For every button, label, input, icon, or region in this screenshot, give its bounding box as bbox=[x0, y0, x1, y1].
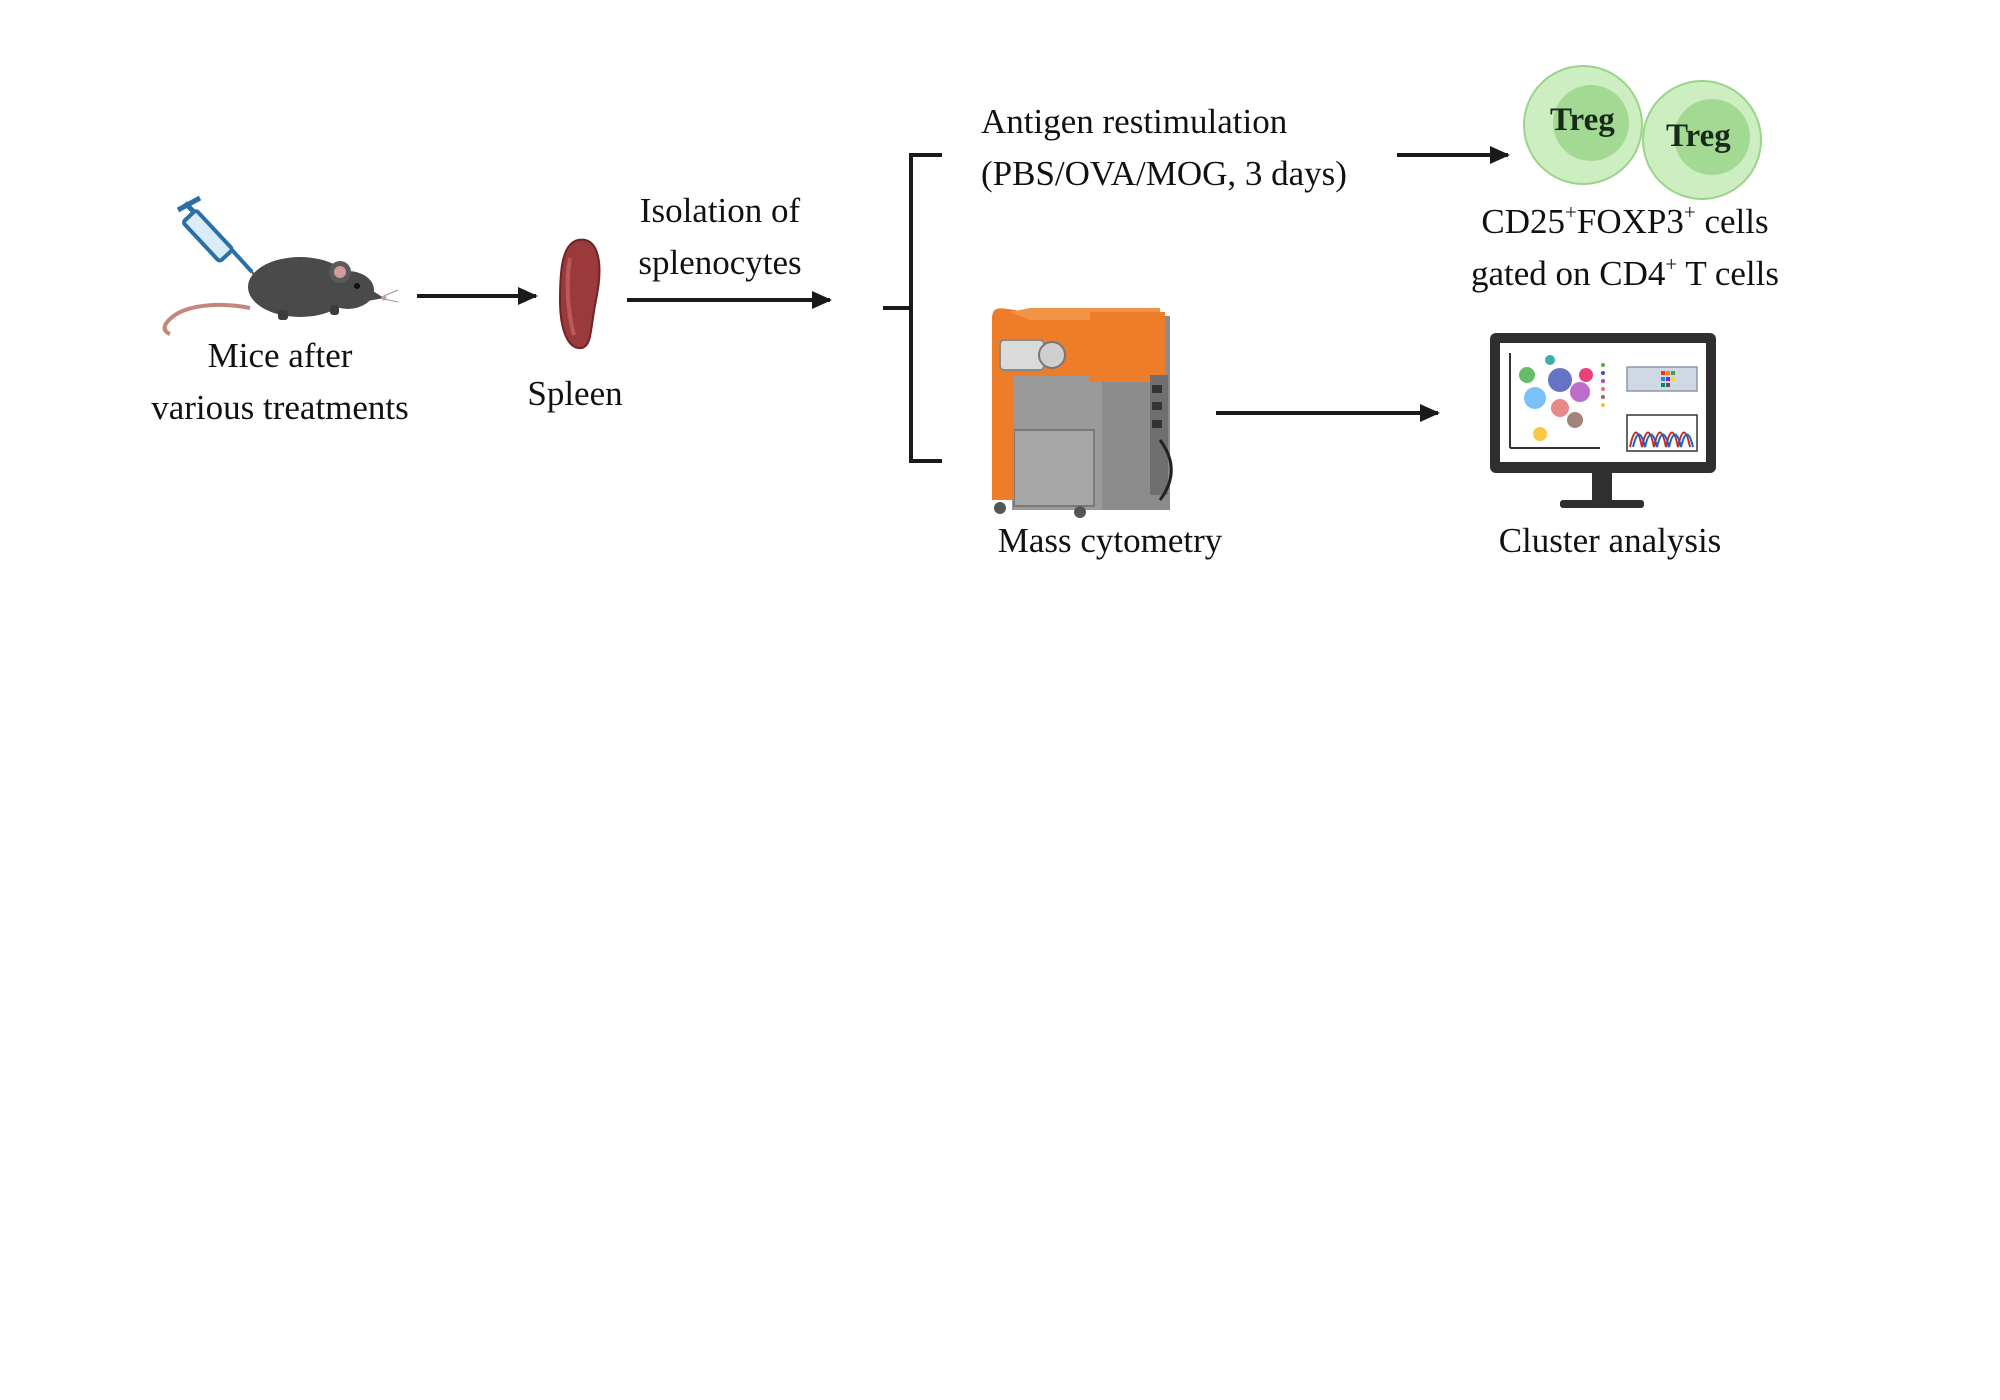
legend-dots bbox=[1601, 363, 1605, 407]
cluster-analysis-label: Cluster analysis bbox=[1498, 521, 1722, 560]
syringe-icon bbox=[176, 195, 265, 288]
spleen-label: Spleen bbox=[527, 374, 623, 413]
branch-bracket bbox=[883, 153, 942, 463]
restimulation-label: Antigen restimulation (PBS/OVA/MOG, 3 da… bbox=[981, 102, 1347, 193]
gating-line-1: CD25+FOXP3+ cells bbox=[1481, 200, 1769, 242]
histogram-thumbnail bbox=[1626, 414, 1698, 452]
gating-line-2: gated on CD4+ T cells bbox=[1470, 252, 1780, 294]
isolation-label: Isolation of splenocytes bbox=[638, 191, 802, 282]
treg-cell-icon bbox=[1523, 65, 1762, 200]
heatmap-thumbnail bbox=[1626, 366, 1698, 392]
spleen-icon bbox=[558, 238, 601, 350]
treg-cell-label-1: Treg bbox=[1550, 102, 1615, 138]
treg-cell-label-2: Treg bbox=[1666, 118, 1731, 154]
cluster-plot bbox=[1519, 355, 1593, 441]
mass-cytometer-icon bbox=[992, 308, 1173, 518]
computer-monitor-icon bbox=[1490, 333, 1716, 508]
mass-cytometry-label: Mass cytometry bbox=[997, 521, 1223, 560]
treg-gating-label: CD25+FOXP3+ cells gated on CD4+ T cells bbox=[1440, 196, 1810, 300]
mouse-icon bbox=[162, 257, 399, 336]
mice-label: Mice after various treatments bbox=[151, 336, 409, 427]
